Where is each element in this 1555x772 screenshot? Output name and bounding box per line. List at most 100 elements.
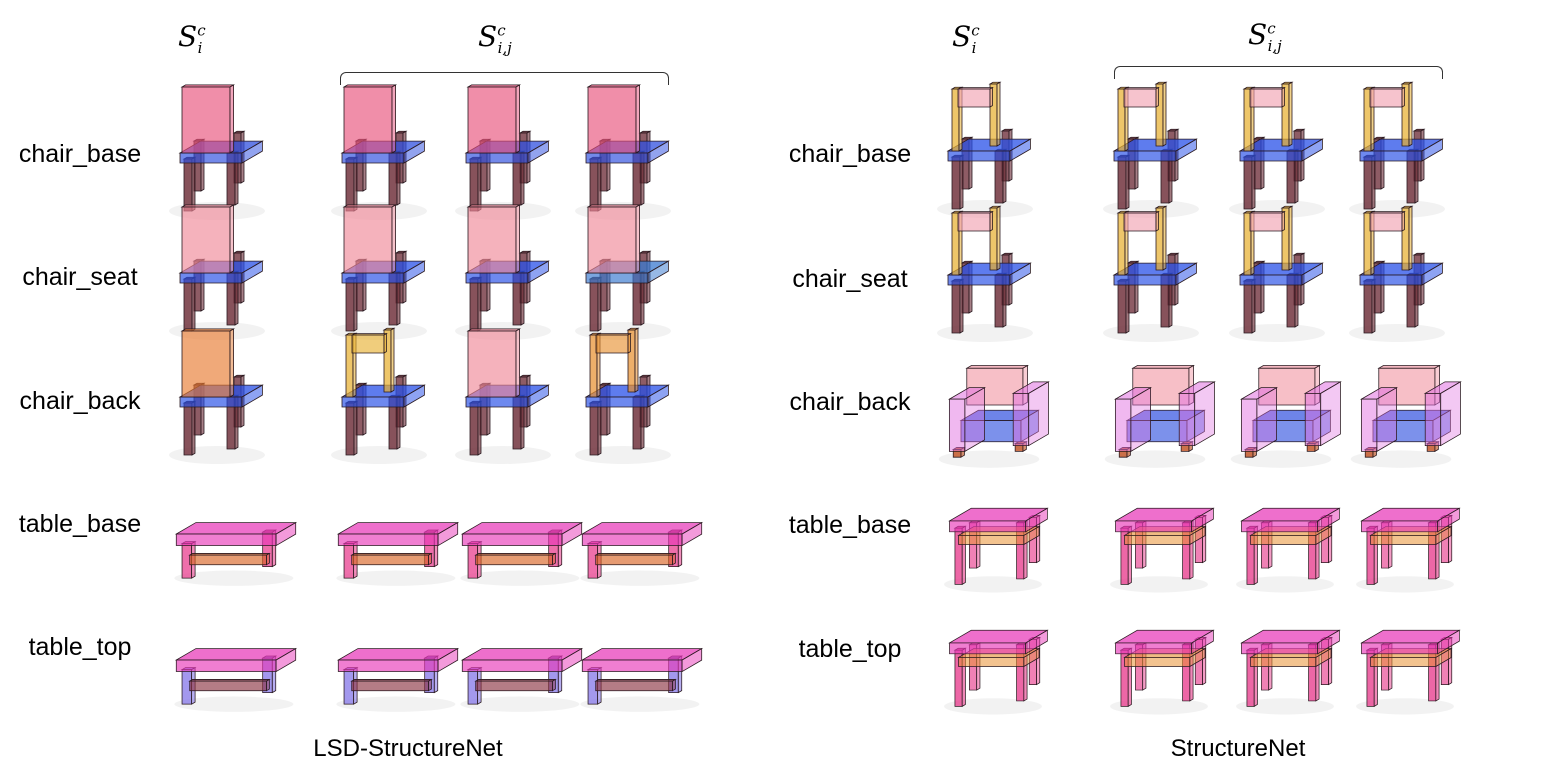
chair-render <box>1349 81 1445 218</box>
table-render <box>1356 629 1461 715</box>
table-render <box>1110 629 1215 715</box>
row-label-chair-seat-right: chair_seat <box>792 265 908 293</box>
bench-render <box>174 521 298 586</box>
chair-render <box>331 204 427 340</box>
thumb-chair-back-0 <box>938 345 1050 468</box>
header-single-sub-right: i <box>971 38 977 57</box>
thumb-table-base-1 <box>1106 472 1215 593</box>
thumb-table-base-0 <box>940 472 1049 593</box>
thumb-chair-seat-0 <box>937 205 1033 342</box>
thumb-chair-back-2 <box>1230 345 1342 468</box>
chair-render <box>455 204 551 340</box>
thumb-chair-back-1 <box>1104 345 1216 468</box>
caption-structurenet: StructureNet <box>1170 735 1306 762</box>
bench-render <box>580 647 704 712</box>
row-label-table-base-right: table_base <box>788 511 912 539</box>
header-single-sup-right: c <box>971 21 980 40</box>
thumb-table-base-0 <box>172 486 298 587</box>
sofa-render <box>938 364 1050 468</box>
thumb-chair-seat-2 <box>455 204 551 340</box>
row-label-chair-back-right: chair_back <box>789 388 911 416</box>
bench-render <box>174 647 298 712</box>
thumb-chair-base-0 <box>937 81 1033 218</box>
chair-render <box>331 84 427 220</box>
row-label-chair-base-right: chair_base <box>788 140 912 168</box>
header-single-base-right: S <box>952 20 972 53</box>
chair-render <box>575 327 671 464</box>
header-pair-set: Sci,j <box>478 20 512 57</box>
sofa-render <box>1104 364 1216 468</box>
bench-render <box>460 521 584 586</box>
thumb-chair-base-3 <box>1349 81 1445 218</box>
chair-render <box>1103 205 1199 342</box>
thumb-chair-seat-3 <box>1349 205 1445 342</box>
thumb-table-top-2 <box>1232 594 1341 715</box>
thumb-chair-back-3 <box>575 327 671 464</box>
thumb-table-top-3 <box>578 612 704 713</box>
thumb-table-top-3 <box>1352 594 1461 715</box>
thumb-table-base-1 <box>334 486 460 587</box>
header-pair-set-right: Sci,j <box>1248 18 1282 55</box>
thumb-chair-base-3 <box>575 84 671 220</box>
bench-render <box>336 521 460 586</box>
thumb-table-top-0 <box>172 612 298 713</box>
thumb-chair-base-2 <box>1229 81 1325 218</box>
chair-render <box>169 328 265 464</box>
sofa-render <box>1230 364 1342 468</box>
sofa-render <box>1350 364 1462 468</box>
chair-render <box>1229 205 1325 342</box>
thumb-chair-back-0 <box>169 328 265 464</box>
thumb-table-top-0 <box>940 594 1049 715</box>
chair-render <box>169 84 265 220</box>
thumb-table-base-2 <box>458 486 584 587</box>
chair-render <box>575 84 671 220</box>
thumb-chair-base-2 <box>455 84 551 220</box>
chair-render <box>937 81 1033 218</box>
thumb-chair-seat-1 <box>331 204 427 340</box>
thumb-table-base-3 <box>1352 472 1461 593</box>
row-label-table-top-right: table_top <box>798 635 902 663</box>
thumb-chair-seat-1 <box>1103 205 1199 342</box>
table-render <box>1236 507 1341 593</box>
panel-lsd-structurenet: Sci Sci,j chair_base chair_seat chair_ba… <box>0 0 760 772</box>
table-render <box>944 507 1049 593</box>
thumb-chair-seat-3 <box>575 204 671 340</box>
pair-bracket-right <box>1114 66 1443 79</box>
table-render <box>1356 507 1461 593</box>
header-pair-sup-right: c <box>1267 19 1276 38</box>
pair-bracket <box>340 72 669 85</box>
thumb-chair-back-2 <box>455 328 551 464</box>
thumb-table-top-2 <box>458 612 584 713</box>
header-pair-base-right: S <box>1248 18 1268 51</box>
thumb-chair-seat-2 <box>1229 205 1325 342</box>
chair-render <box>937 205 1033 342</box>
chair-render <box>575 204 671 340</box>
chair-render <box>455 328 551 464</box>
bench-render <box>580 521 704 586</box>
header-single-set: Sci <box>178 20 206 57</box>
thumb-chair-back-3 <box>1350 345 1462 468</box>
row-label-chair-back: chair_back <box>19 387 141 415</box>
header-pair-sub-right: i,j <box>1267 36 1282 55</box>
chair-render <box>1229 81 1325 218</box>
thumb-table-base-3 <box>578 486 704 587</box>
header-single-set-right: Sci <box>952 20 980 57</box>
chair-render <box>331 327 427 464</box>
thumb-table-base-2 <box>1232 472 1341 593</box>
chair-render <box>1103 81 1199 218</box>
bench-render <box>336 647 460 712</box>
thumb-table-top-1 <box>1106 594 1215 715</box>
header-pair-sub: i,j <box>497 38 512 57</box>
chair-render <box>455 84 551 220</box>
thumb-chair-base-1 <box>1103 81 1199 218</box>
thumb-chair-base-1 <box>331 84 427 220</box>
header-single-base: S <box>178 20 198 53</box>
thumb-table-top-1 <box>334 612 460 713</box>
row-label-table-base: table_base <box>18 510 142 538</box>
row-label-chair-seat: chair_seat <box>22 263 138 291</box>
header-pair-base: S <box>478 20 498 53</box>
table-render <box>1236 629 1341 715</box>
table-render <box>1110 507 1215 593</box>
table-render <box>944 629 1049 715</box>
row-label-table-top: table_top <box>28 633 132 661</box>
